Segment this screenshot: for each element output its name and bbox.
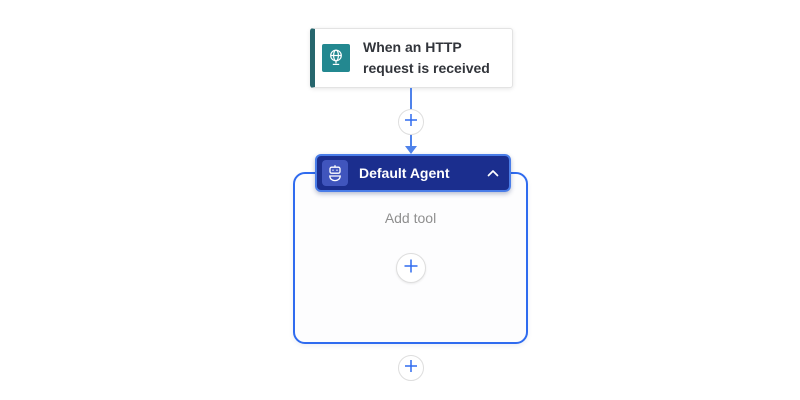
agent-card-header[interactable]: Default Agent bbox=[315, 154, 511, 192]
trigger-card-http-request[interactable]: When an HTTP request is received bbox=[310, 28, 513, 88]
insert-action-button[interactable] bbox=[398, 109, 424, 135]
chevron-up-icon[interactable] bbox=[486, 168, 500, 178]
trigger-title: When an HTTP request is received bbox=[363, 39, 490, 76]
insert-action-after-agent-button[interactable] bbox=[398, 355, 424, 381]
plus-icon bbox=[404, 113, 418, 132]
connector-arrowhead-icon bbox=[405, 146, 417, 154]
http-request-globe-icon bbox=[322, 44, 350, 72]
plus-icon bbox=[403, 258, 419, 279]
agent-robot-icon bbox=[322, 160, 348, 186]
agent-title: Default Agent bbox=[359, 165, 450, 181]
add-tool-button[interactable] bbox=[396, 253, 426, 283]
plus-icon bbox=[404, 359, 418, 378]
add-tool-label: Add tool bbox=[384, 210, 437, 226]
